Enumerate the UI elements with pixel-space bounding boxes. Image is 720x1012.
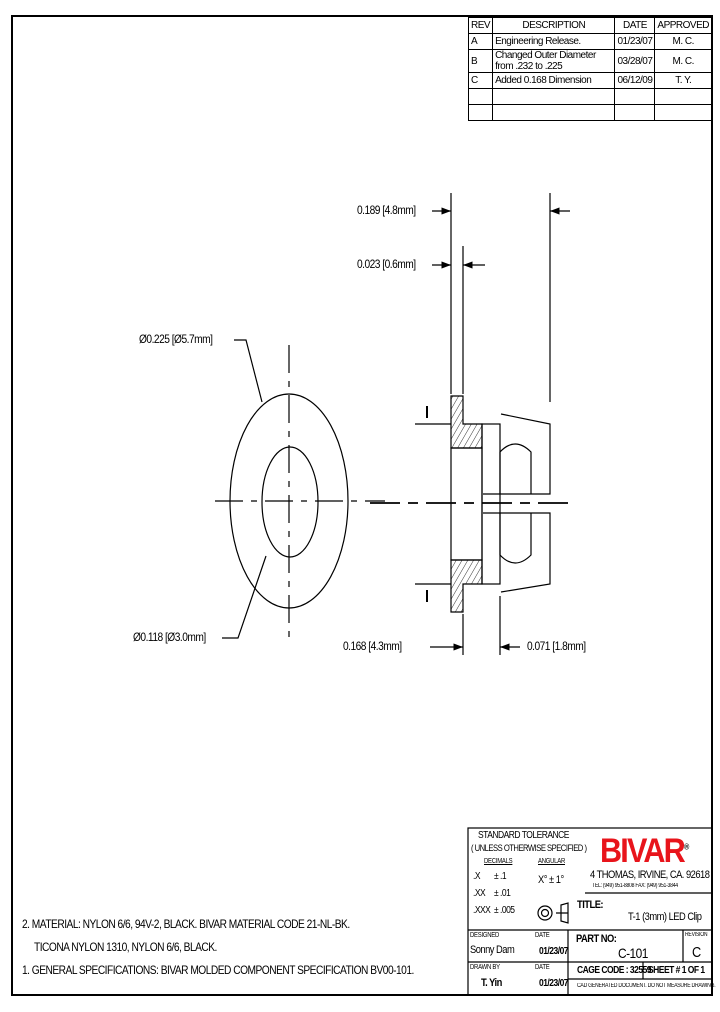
revision-value: C <box>692 944 701 961</box>
company-phone: TEL: (949) 951-8808 FAX: (949) 951-3844 <box>592 883 678 889</box>
approved: T. Y. <box>654 72 712 89</box>
decimal-x-tol: ± .1 <box>494 871 507 882</box>
title-label: TITLE: <box>577 899 604 911</box>
decimal-xxx-tol: ± .005 <box>494 905 515 916</box>
revision-label: REVISION <box>685 932 708 938</box>
drawn-date: 01/23/07 <box>539 978 569 989</box>
date: 03/28/07 <box>614 49 656 73</box>
tolerance-title: STANDARD TOLERANCE <box>478 830 569 841</box>
bivar-logo: BIVAR® <box>600 832 689 870</box>
drawn-label: DRAWN BY <box>470 964 500 971</box>
designed-by: Sonny Dam <box>470 944 515 956</box>
note-general: 1. GENERAL SPECIFICATIONS: BIVAR MOLDED … <box>22 963 414 977</box>
angular-label: ANGULAR <box>538 858 565 865</box>
approved: M. C. <box>654 49 712 73</box>
note-material: 2. MATERIAL: NYLON 6/6, 94V-2, BLACK. BI… <box>22 917 350 931</box>
designed-date: 01/23/07 <box>539 946 569 957</box>
inner-diameter-ellipse <box>261 446 319 558</box>
decimal-xx: .XX <box>473 888 486 899</box>
angular-tolerance: X° ± 1° <box>538 874 564 886</box>
length-168-dimension: 0.168 [4.3mm] <box>343 639 402 653</box>
tolerance-subtitle: ( UNLESS OTHERWISE SPECIFIED ) <box>471 843 587 853</box>
length-071-dimension: 0.071 [1.8mm] <box>527 639 586 653</box>
part-no-label: PART NO: <box>576 933 617 945</box>
decimal-xx-tol: ± .01 <box>494 888 511 899</box>
decimals-label: DECIMALS <box>484 858 513 865</box>
note-material-alt: TICONA NYLON 1310, NYLON 6/6, BLACK. <box>34 940 217 954</box>
decimal-x: .X <box>473 871 481 882</box>
designed-label: DESIGNED <box>470 932 500 939</box>
outer-diameter-dimension: Ø0.225 [Ø5.7mm] <box>139 332 213 346</box>
inner-diameter-dimension: Ø0.118 [Ø3.0mm] <box>133 630 206 644</box>
cad-footer: CAD GENERATED DOCUMENT. DO NOT MEASURE D… <box>577 983 716 989</box>
drawn-date-label: DATE <box>535 964 550 971</box>
company-address: 4 THOMAS, IRVINE, CA. 92618 <box>590 869 710 881</box>
drawn-by: T. Yin <box>481 977 502 989</box>
overall-length-dimension: 0.189 [4.8mm] <box>357 203 416 217</box>
sheet-number: SHEET # 1 OF 1 <box>648 965 705 976</box>
drawing-frame <box>11 15 713 996</box>
flange-thickness-dimension: 0.023 [0.6mm] <box>357 257 416 271</box>
part-number: C-101 <box>618 945 648 961</box>
table-row <box>467 104 712 121</box>
date-label: DATE <box>535 932 550 939</box>
part-title: T-1 (3mm) LED Clip <box>628 911 702 923</box>
cage-code: CAGE CODE : 32559 <box>577 965 652 976</box>
decimal-xxx: .XXX <box>473 905 491 916</box>
